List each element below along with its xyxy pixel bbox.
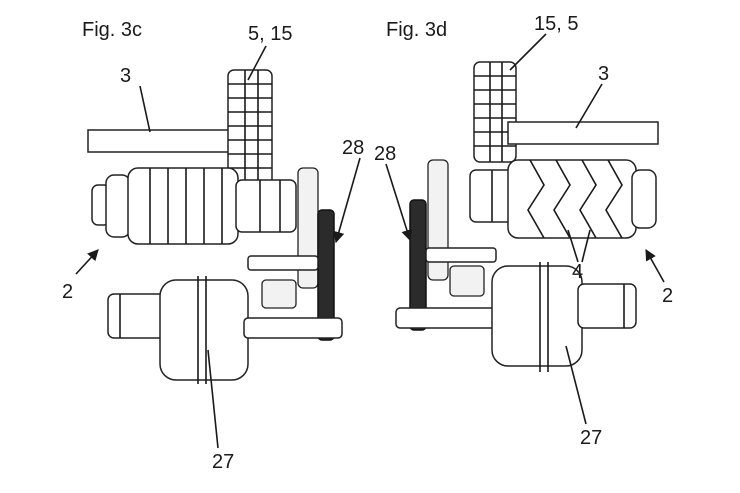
label-shaft-3c: 3 [120,65,131,87]
shaft-3d [507,121,659,145]
label-motor-3d: 27 [580,427,602,449]
label-shaft-3d: 3 [598,63,609,85]
shift-drum-3d [469,159,657,239]
fig-3d-assembly [395,61,659,372]
fig-3c-title: Fig. 3c [82,19,142,41]
label-drum-3c: 2 [62,281,73,303]
label-forks-3d: 4 [572,261,583,283]
label-motor-3c: 27 [212,451,234,473]
label-gear-top-3d: 15, 5 [534,13,578,35]
leader-lines [75,33,665,449]
label-gear-top-3c: 5, 15 [248,23,292,45]
label-gear-side-3c: 28 [342,137,364,159]
fig-3d-title: Fig. 3d [386,19,447,41]
gear-28-3c [247,167,335,341]
label-drum-3d: 2 [662,285,673,307]
motor-27-3c [107,276,343,384]
gear-5-15-3c [227,69,273,191]
gear-15-5-3d [473,61,517,163]
gear-28-3d [409,159,497,331]
fig-3c-assembly [87,69,343,384]
motor-27-3d [395,262,637,372]
label-gear-side-3d: 28 [374,143,396,165]
shift-drum-3c [91,167,297,245]
shaft-3c [87,129,239,153]
